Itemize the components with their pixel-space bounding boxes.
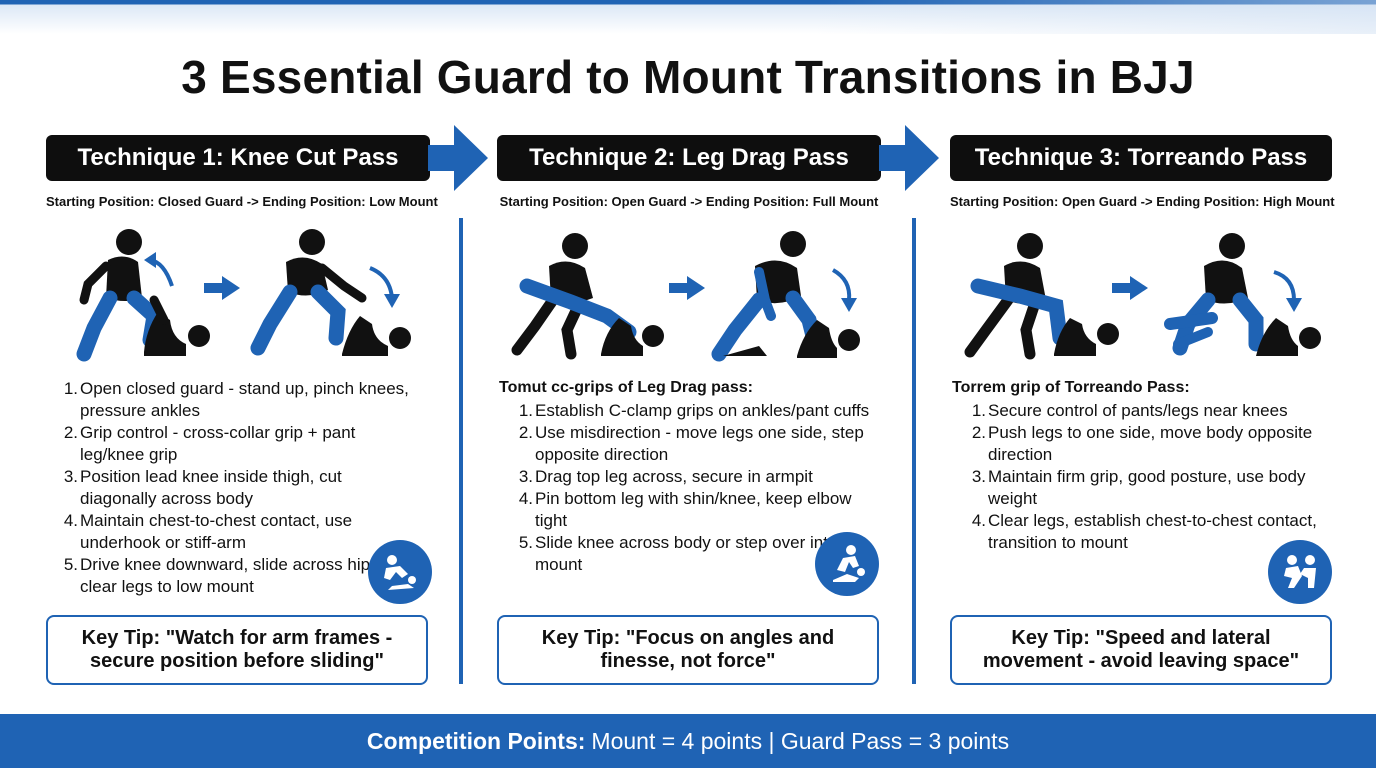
step-arrow-icon — [669, 276, 705, 300]
technique-column-2: Technique 2: Leg Drag Pass Starting Posi… — [497, 120, 939, 700]
step-item: 4. Pin bottom leg with shin/knee, keep e… — [513, 488, 879, 532]
step-item: 1. Open closed guard - stand up, pinch k… — [58, 378, 422, 422]
technique-column-1: Technique 1: Knee Cut Pass Starting Posi… — [46, 120, 488, 700]
position-line-2: Starting Position: Open Guard -> Ending … — [499, 194, 879, 209]
step-number: 4. — [518, 489, 533, 508]
step-number: 3. — [63, 467, 78, 486]
guard-player-figure-icon — [601, 318, 664, 356]
guard-player-figure-icon — [1054, 318, 1119, 356]
step-number: 5. — [518, 533, 533, 552]
steps-area-2: Tomut cc-grips of Leg Drag pass: 1. Esta… — [499, 378, 879, 576]
step-number: 3. — [971, 467, 986, 486]
grappling-badge-icon — [815, 532, 879, 596]
step-item: 3. Drag top leg across, secure in armpit — [513, 466, 879, 488]
step-arrow-icon — [1112, 276, 1148, 300]
passer-dragging-figure-icon — [711, 231, 823, 362]
step-number: 1. — [971, 401, 986, 420]
column-divider — [912, 218, 916, 684]
step-text: Drag top leg across, secure in armpit — [535, 467, 813, 486]
step-item: 3. Position lead knee inside thigh, cut … — [58, 466, 422, 510]
steps-area-3: Torrem grip of Torreando Pass: 1. Secure… — [952, 378, 1322, 554]
step-number: 5. — [63, 555, 78, 574]
step-number: 2. — [63, 423, 78, 442]
grappling-badge-icon — [368, 540, 432, 604]
step-text: Grip control - cross-collar grip + pant … — [80, 423, 356, 464]
step-text: Use misdirection - move legs one side, s… — [535, 423, 864, 464]
step-arrow-icon — [204, 276, 240, 300]
step-text: Establish C-clamp grips on ankles/pant c… — [535, 401, 870, 420]
top-gradient-band — [0, 0, 1376, 34]
step-item: 5. Slide knee across body or step over i… — [513, 532, 879, 576]
step-item: 1. Establish C-clamp grips on ankles/pan… — [513, 400, 879, 422]
step-text: Drive knee downward, slide across hip, c… — [80, 555, 375, 596]
steps-area-1: 1. Open closed guard - stand up, pinch k… — [58, 378, 422, 598]
step-number: 1. — [518, 401, 533, 420]
guard-player-figure-icon — [144, 295, 210, 356]
steps-heading-3: Torrem grip of Torreando Pass: — [952, 379, 1190, 396]
bottom-player-figure-icon — [1256, 318, 1321, 356]
step-text: Secure control of pants/legs near knees — [988, 401, 1288, 420]
technique-illustration-2 — [511, 231, 860, 362]
step-number: 3. — [518, 467, 533, 486]
flow-arrow-icon — [428, 125, 488, 191]
key-tip-box-2: Key Tip: "Focus on angles and finesse, n… — [497, 615, 879, 685]
step-item: 2. Use misdirection - move legs one side… — [513, 422, 879, 466]
step-item: 2. Push legs to one side, move body oppo… — [966, 422, 1322, 466]
footer-text: Mount = 4 points | Guard Pass = 3 points — [591, 727, 1010, 754]
bottom-player-figure-icon — [723, 320, 860, 358]
step-text: Maintain firm grip, good posture, use bo… — [988, 467, 1306, 508]
step-text: Position lead knee inside thigh, cut dia… — [80, 467, 342, 508]
steps-list-1: 1. Open closed guard - stand up, pinch k… — [58, 378, 422, 598]
step-item: 5. Drive knee downward, slide across hip… — [58, 554, 422, 598]
step-number: 2. — [971, 423, 986, 442]
passer-figure-icon — [76, 229, 163, 362]
steps-heading-2: Tomut cc-grips of Leg Drag pass: — [499, 379, 753, 396]
step-text: Slide knee across body or step over into… — [535, 533, 838, 574]
competition-points-footer: Competition Points: Mount = 4 points | G… — [0, 714, 1376, 768]
curved-arrow-icon — [1273, 270, 1296, 301]
flow-arrow-icon — [879, 125, 939, 191]
passer-clearing-figure-icon — [1164, 233, 1264, 356]
step-number: 1. — [63, 379, 78, 398]
position-line-3: Starting Position: Open Guard -> Ending … — [950, 194, 1335, 209]
step-number: 2. — [518, 423, 533, 442]
grappling-badge-icon — [1268, 540, 1332, 604]
step-item: 4. Clear legs, establish chest-to-chest … — [966, 510, 1322, 554]
step-item: 2. Grip control - cross-collar grip + pa… — [58, 422, 422, 466]
key-tip-box-3: Key Tip: "Speed and lateral movement - a… — [950, 615, 1332, 685]
steps-list-3: 1. Secure control of pants/legs near kne… — [952, 400, 1322, 554]
page-title: 3 Essential Guard to Mount Transitions i… — [181, 51, 1195, 103]
steps-list-2: 1. Establish C-clamp grips on ankles/pan… — [499, 400, 879, 576]
step-text: Open closed guard - stand up, pinch knee… — [80, 379, 409, 420]
step-text: Pin bottom leg with shin/knee, keep elbo… — [535, 489, 852, 530]
curved-arrow-icon — [831, 268, 852, 301]
step-number: 4. — [63, 511, 78, 530]
position-line-1: Starting Position: Closed Guard -> Endin… — [46, 194, 438, 209]
technique-header-3: Technique 3: Torreando Pass — [950, 135, 1332, 181]
technique-column-3: Technique 3: Torreando Pass Starting Pos… — [950, 120, 1335, 700]
step-text: Push legs to one side, move body opposit… — [988, 423, 1313, 464]
bottom-player-figure-icon — [342, 316, 411, 356]
footer-label: Competition Points: — [366, 727, 586, 754]
passer-cutting-figure-icon — [250, 229, 367, 356]
step-item: 3. Maintain firm grip, good posture, use… — [966, 466, 1322, 510]
technique-header-2: Technique 2: Leg Drag Pass — [497, 135, 881, 181]
passer-figure-icon — [964, 233, 1068, 360]
step-number: 4. — [971, 511, 986, 530]
column-divider — [459, 218, 463, 684]
step-item: 1. Secure control of pants/legs near kne… — [966, 400, 1322, 422]
technique-header-1: Technique 1: Knee Cut Pass — [46, 135, 430, 181]
step-item: 4. Maintain chest-to-chest contact, use … — [58, 510, 422, 554]
technique-illustration-3 — [964, 233, 1321, 360]
step-text: Clear legs, establish chest-to-chest con… — [988, 511, 1317, 552]
step-text: Maintain chest-to-chest contact, use und… — [80, 511, 353, 552]
technique-illustration-1 — [76, 229, 411, 362]
key-tip-box-1: Key Tip: "Watch for arm frames - secure … — [46, 615, 428, 685]
